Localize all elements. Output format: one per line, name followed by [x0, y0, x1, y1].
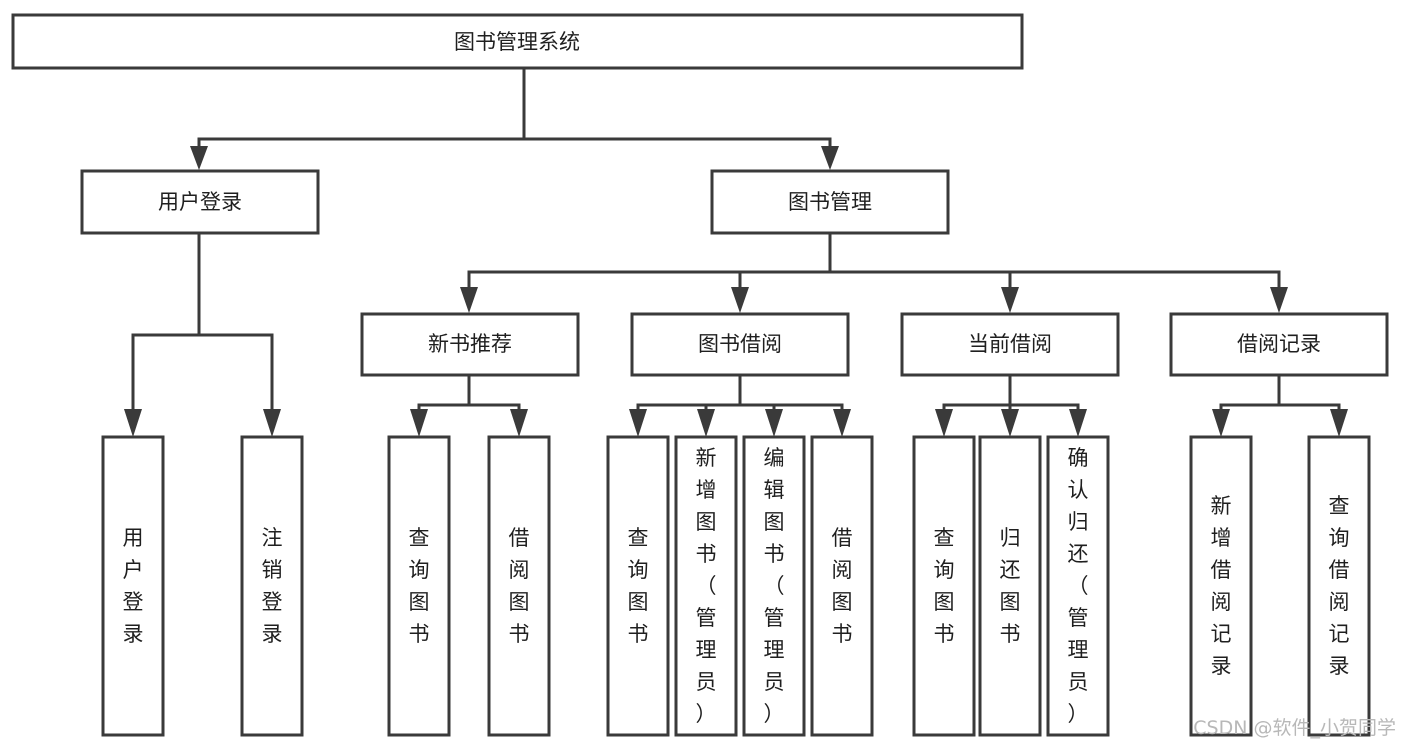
arrow-head-leaf-borrow-book-2 — [833, 409, 851, 437]
node-new-book-recommend-box[interactable] — [360, 312, 580, 377]
node-current-borrow-box[interactable] — [900, 312, 1120, 377]
node-new-book-recommend-label: 新书推荐 — [428, 332, 512, 356]
node-leaf-logout-login-box[interactable] — [240, 435, 304, 737]
arrow-head-leaf-user-login — [124, 409, 142, 437]
node-leaf-query-book-3[interactable]: 查询图书 — [912, 435, 976, 737]
connector-group-book-management — [460, 231, 1288, 313]
arrow-head-current-borrow — [1001, 287, 1019, 313]
node-leaf-query-record-box[interactable] — [1307, 435, 1371, 737]
node-leaf-add-record[interactable]: 新增借阅记录 — [1189, 435, 1253, 737]
node-leaf-user-login[interactable]: 用户登录 — [101, 435, 165, 737]
node-leaf-borrow-book-2[interactable]: 借阅图书 — [810, 435, 874, 737]
arrow-head-leaf-borrow-book-1 — [510, 409, 528, 437]
node-leaf-return-book[interactable]: 归还图书 — [978, 435, 1042, 737]
node-leaf-return-book-label: 归还图书 — [1000, 526, 1021, 646]
connector-group-new-book-recommend — [410, 373, 528, 437]
node-leaf-query-book-2[interactable]: 查询图书 — [606, 435, 670, 737]
node-leaf-edit-book-box[interactable] — [742, 435, 806, 737]
arrow-head-borrow-record — [1270, 287, 1288, 313]
arrow-head-leaf-query-book-3 — [935, 409, 953, 437]
node-leaf-user-login-label: 用户登录 — [123, 526, 144, 646]
arrow-head-leaf-edit-book — [765, 409, 783, 437]
connector-group-current-borrow — [935, 373, 1087, 437]
arrow-head-leaf-confirm-return — [1069, 409, 1087, 437]
arrow-head-book-management — [821, 146, 839, 170]
node-book-management-label: 图书管理 — [788, 190, 872, 214]
node-book-borrow[interactable]: 图书借阅 — [630, 312, 850, 377]
node-leaf-query-record-label: 查询借阅记录 — [1329, 494, 1350, 678]
node-book-management-box[interactable] — [710, 169, 950, 235]
node-leaf-edit-book[interactable]: 编辑图书（管理员） — [742, 435, 806, 737]
node-root-label: 图书管理系统 — [454, 30, 580, 54]
node-leaf-logout-login[interactable]: 注销登录 — [240, 435, 304, 737]
arrow-head-user-login — [190, 146, 208, 170]
node-leaf-borrow-book-2-box[interactable] — [810, 435, 874, 737]
node-user-login[interactable]: 用户登录 — [80, 169, 320, 235]
arrow-head-leaf-add-record — [1212, 409, 1230, 437]
node-leaf-borrow-book-1-box[interactable] — [487, 435, 551, 737]
node-book-borrow-label: 图书借阅 — [698, 332, 782, 356]
node-leaf-logout-login-label: 注销登录 — [262, 526, 283, 646]
node-leaf-query-book-1-label: 查询图书 — [409, 526, 430, 646]
arrow-head-leaf-return-book — [1001, 409, 1019, 437]
connector-group-borrow-record — [1212, 373, 1348, 437]
node-leaf-add-book-box[interactable] — [674, 435, 738, 737]
node-leaf-confirm-return-label: 确认归还（管理员） — [1068, 446, 1089, 726]
arrow-head-leaf-logout-login — [263, 409, 281, 437]
node-leaf-borrow-book-1-label: 借阅图书 — [509, 526, 530, 646]
node-leaf-query-record[interactable]: 查询借阅记录 — [1307, 435, 1371, 737]
connector-group-root — [190, 66, 839, 170]
node-borrow-record-box[interactable] — [1169, 312, 1389, 377]
node-book-management[interactable]: 图书管理 — [710, 169, 950, 235]
node-current-borrow[interactable]: 当前借阅 — [900, 312, 1120, 377]
node-leaf-confirm-return[interactable]: 确认归还（管理员） — [1046, 435, 1110, 737]
node-leaf-query-book-3-label: 查询图书 — [934, 526, 955, 646]
watermark-label: CSDN @软件_小贺同学 — [1193, 717, 1396, 739]
node-leaf-borrow-book-1[interactable]: 借阅图书 — [487, 435, 551, 737]
node-leaf-add-record-label: 新增借阅记录 — [1211, 494, 1232, 678]
arrow-head-leaf-add-book — [697, 409, 715, 437]
node-new-book-recommend[interactable]: 新书推荐 — [360, 312, 580, 377]
node-leaf-add-book[interactable]: 新增图书（管理员） — [674, 435, 738, 737]
arrow-head-book-borrow — [731, 287, 749, 313]
node-leaf-query-book-2-label: 查询图书 — [628, 526, 649, 646]
node-root-box[interactable] — [11, 13, 1024, 70]
node-leaf-return-book-box[interactable] — [978, 435, 1042, 737]
node-borrow-record[interactable]: 借阅记录 — [1169, 312, 1389, 377]
node-leaf-borrow-book-2-label: 借阅图书 — [832, 526, 853, 646]
node-leaf-query-book-1[interactable]: 查询图书 — [387, 435, 451, 737]
node-user-login-label: 用户登录 — [158, 190, 242, 214]
node-user-login-box[interactable] — [80, 169, 320, 235]
node-borrow-record-label: 借阅记录 — [1237, 332, 1321, 356]
arrow-head-leaf-query-book-2 — [629, 409, 647, 437]
node-current-borrow-label: 当前借阅 — [968, 332, 1052, 356]
node-leaf-edit-book-label: 编辑图书（管理员） — [764, 446, 785, 726]
arrow-head-leaf-query-record — [1330, 409, 1348, 437]
node-leaf-query-book-2-box[interactable] — [606, 435, 670, 737]
node-root[interactable]: 图书管理系统 — [11, 13, 1024, 70]
node-leaf-query-book-3-box[interactable] — [912, 435, 976, 737]
node-leaf-add-book-label: 新增图书（管理员） — [696, 446, 717, 726]
node-leaf-add-record-box[interactable] — [1189, 435, 1253, 737]
connector-group-book-borrow — [629, 373, 851, 437]
arrow-head-new-book-recommend — [460, 287, 478, 313]
node-leaf-query-book-1-box[interactable] — [387, 435, 451, 737]
connector-group-user-login — [124, 231, 281, 437]
node-leaf-confirm-return-box[interactable] — [1046, 435, 1110, 737]
node-book-borrow-box[interactable] — [630, 312, 850, 377]
node-leaf-user-login-box[interactable] — [101, 435, 165, 737]
arrow-head-leaf-query-book-1 — [410, 409, 428, 437]
